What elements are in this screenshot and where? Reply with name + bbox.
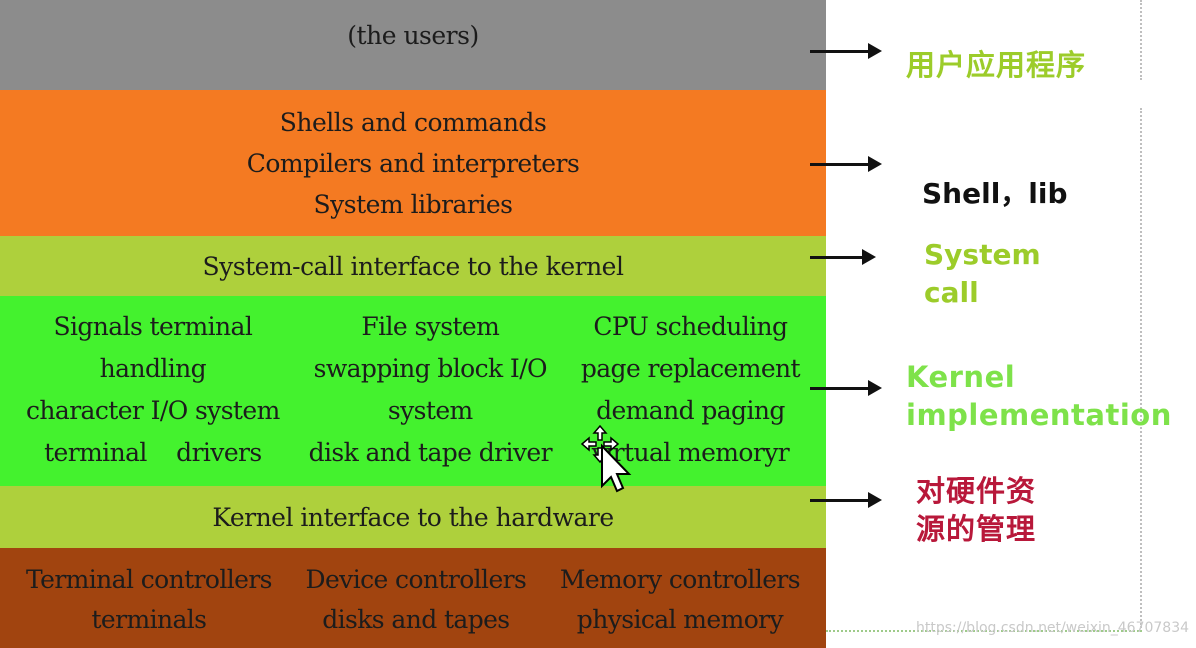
hwif-label: Kernel interface to the hardware: [212, 502, 614, 532]
kernel-col1-line4: terminal drivers: [44, 438, 262, 467]
kernel-col3-line4: virtual memoryr: [591, 438, 790, 467]
annotation-shell: Shell，lib: [922, 172, 1068, 212]
syscall-label: System-call interface to the kernel: [202, 251, 624, 281]
arrow-hardware: [810, 492, 882, 508]
kernel-col2-line1: File system: [361, 312, 500, 341]
shells-line-3: System libraries: [313, 189, 514, 219]
annotation-syscall: System call: [924, 236, 1041, 312]
kernel-column-3: CPU scheduling page replacement demand p…: [580, 306, 801, 486]
hw-col1-line1: Terminal controllers: [26, 565, 273, 594]
annotation-shell-text: Shell，lib: [922, 177, 1068, 210]
arrow-shell: [810, 156, 882, 172]
hardware-column-3: Memory controllers physical memory: [559, 560, 801, 648]
annotation-hardware: 对硬件资 源的管理: [916, 472, 1036, 548]
arrow-syscall: [810, 249, 876, 265]
kernel-col1-line3: character I/O system: [26, 396, 280, 425]
annotation-users: 用户应用程序: [906, 42, 1086, 84]
kernel-col1-line1: Signals terminal: [53, 312, 253, 341]
hw-col1-line2: terminals: [91, 605, 207, 634]
annotation-users-text: 用户应用程序: [906, 48, 1087, 82]
layer-users: (the users): [0, 0, 826, 90]
dotted-guide-bottom: [826, 630, 1142, 632]
annotation-kernel-line1: Kernel: [906, 360, 1016, 394]
layer-syscall: System-call interface to the kernel: [0, 236, 826, 296]
annotation-hardware-line1: 对硬件资: [916, 474, 1037, 508]
annotation-kernel: Kernel implementation: [906, 358, 1172, 434]
layer-shells: Shells and commands Compilers and interp…: [0, 90, 826, 236]
kernel-col1-line2: handling: [99, 354, 207, 383]
layer-hardware: Terminal controllers terminals Device co…: [0, 548, 826, 648]
users-label: (the users): [347, 21, 479, 50]
annotation-syscall-line1: System: [924, 238, 1041, 271]
kernel-column-1: Signals terminal handling character I/O …: [26, 306, 280, 486]
dotted-guide-right-top: [1140, 0, 1142, 80]
hw-col3-line1: Memory controllers: [559, 565, 801, 594]
mouse-cursor-icon: [580, 424, 632, 493]
kernel-col3-line1: CPU scheduling: [593, 312, 788, 341]
kernel-col3-line2: page replacement: [580, 354, 801, 383]
hardware-column-2: Device controllers disks and tapes: [306, 560, 527, 648]
kernel-col3-line3: demand paging: [596, 396, 785, 425]
watermark: https://blog.csdn.net/weixin_46707834: [916, 620, 1189, 636]
annotation-syscall-line2: call: [924, 276, 979, 309]
watermark-text: https://blog.csdn.net/weixin_46707834: [916, 620, 1190, 636]
arrow-users: [810, 43, 882, 59]
dotted-guide-right: [1140, 108, 1142, 628]
annotation-hardware-line2: 源的管理: [916, 512, 1037, 546]
arrow-kernel: [810, 380, 882, 396]
hardware-column-1: Terminal controllers terminals: [26, 560, 273, 648]
kernel-col2-line4: disk and tape driver: [308, 438, 553, 467]
layer-hardware-interface: Kernel interface to the hardware: [0, 486, 826, 548]
shells-line-1: Shells and commands: [279, 107, 547, 137]
layer-kernel: Signals terminal handling character I/O …: [0, 296, 826, 486]
hw-col3-line2: physical memory: [576, 605, 784, 634]
hw-col2-line2: disks and tapes: [322, 605, 510, 634]
hw-col2-line1: Device controllers: [305, 565, 527, 594]
shells-line-2: Compilers and interpreters: [246, 148, 580, 178]
annotation-kernel-line2: implementation: [906, 398, 1172, 432]
kernel-column-2: File system swapping block I/O system di…: [308, 306, 553, 486]
kernel-col2-line2: swapping block I/O: [313, 354, 548, 383]
kernel-col2-line3: system: [387, 396, 473, 425]
